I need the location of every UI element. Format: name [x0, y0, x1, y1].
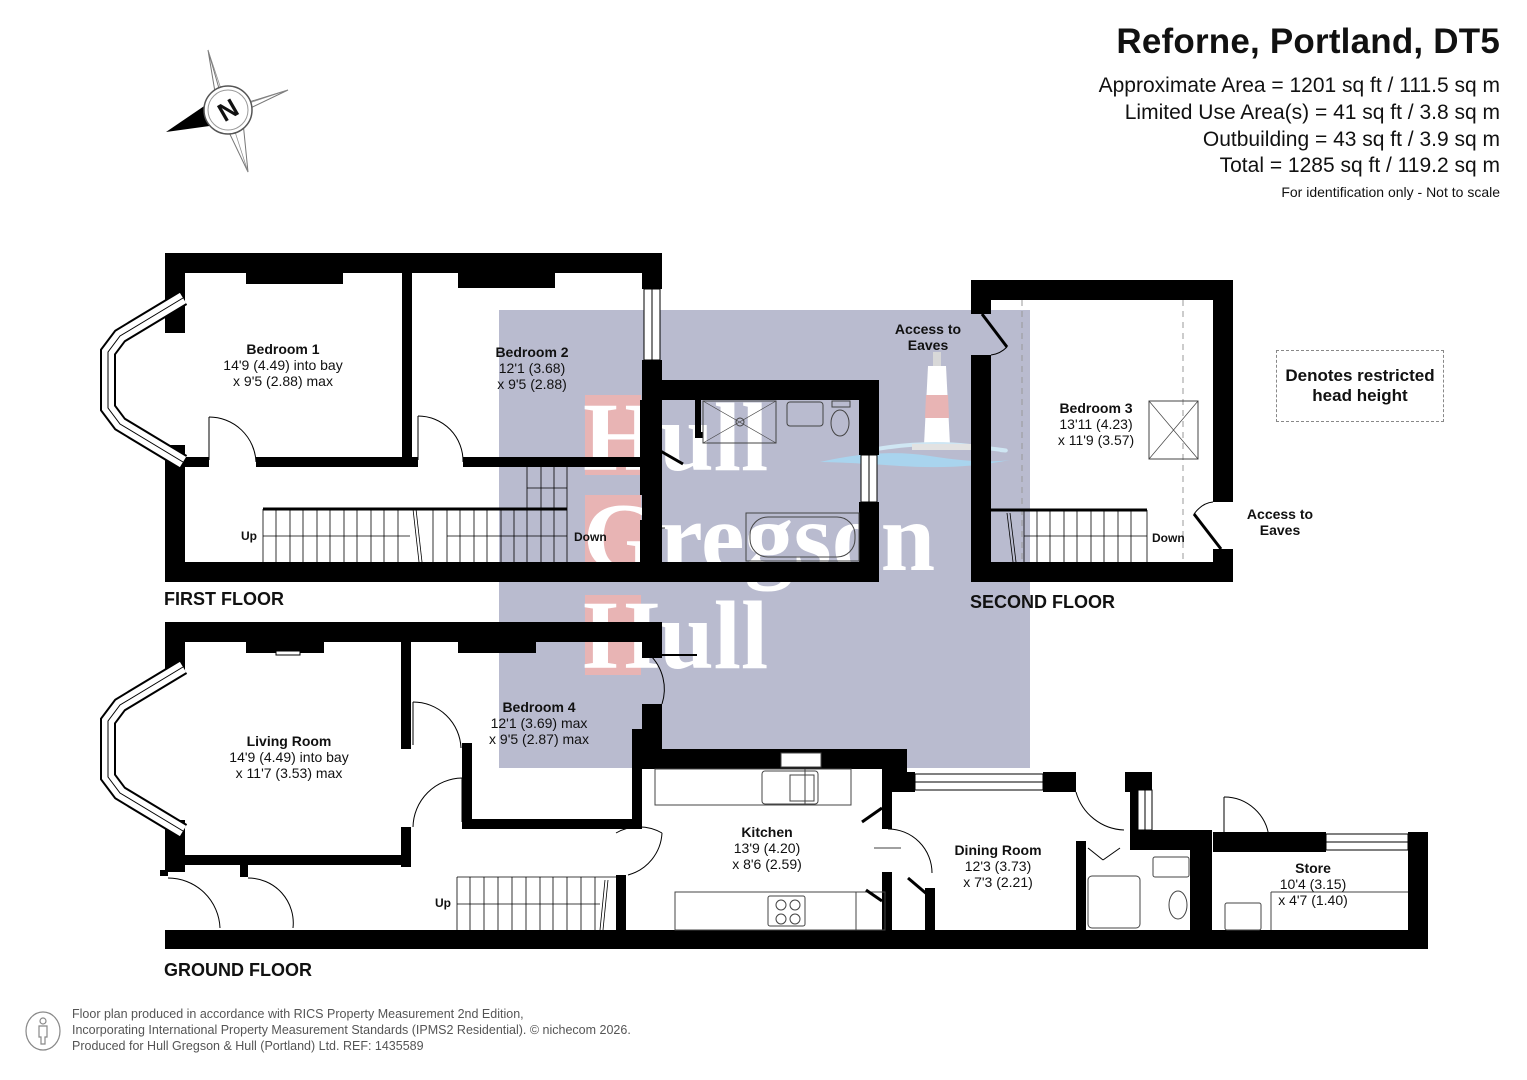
room-bedroom-3: Bedroom 3 13'11 (4.23) x 11'9 (3.57)	[1058, 400, 1134, 448]
room-dimension: 13'11 (4.23)	[1059, 416, 1133, 432]
stairs-up-label: Up	[241, 529, 257, 543]
eaves-line: Eaves	[1259, 522, 1301, 538]
room-dimension: 14'9 (4.49) into bay	[229, 749, 349, 765]
room-dimension: 10'4 (3.15)	[1279, 876, 1347, 892]
room-dimension: x 9'5 (2.87) max	[489, 731, 589, 747]
first-floor-label: FIRST FLOOR	[164, 589, 284, 609]
room-dimension: x 9'5 (2.88)	[497, 376, 567, 392]
room-bedroom-2: Bedroom 2 12'1 (3.68) x 9'5 (2.88)	[495, 344, 568, 392]
first-floor-plan	[165, 253, 879, 582]
stairs-down-label: Down	[574, 530, 607, 544]
room-dimension: 12'3 (3.73)	[964, 858, 1032, 874]
second-floor-plan	[971, 280, 1233, 582]
footer-line: Floor plan produced in accordance with R…	[72, 1007, 524, 1021]
room-dimension: x 11'7 (3.53) max	[235, 765, 343, 781]
person-measure-icon	[25, 1011, 61, 1051]
ground-floor-label: GROUND FLOOR	[164, 960, 312, 980]
room-dimension: x 7'3 (2.21)	[963, 874, 1033, 890]
restricted-head-height-legend: Denotes restricted head height	[1276, 350, 1444, 422]
room-name: Store	[1295, 860, 1331, 876]
room-dimension: x 4'7 (1.40)	[1278, 892, 1348, 908]
ground-floor-details	[100, 650, 1409, 931]
room-store: Store 10'4 (3.15) x 4'7 (1.40)	[1278, 860, 1348, 908]
room-dining-room: Dining Room 12'3 (3.73) x 7'3 (2.21)	[954, 842, 1041, 890]
room-dimension: x 9'5 (2.88) max	[233, 373, 333, 389]
compass-north-icon: N	[166, 49, 289, 173]
room-dimension: 14'9 (4.49) into bay	[223, 357, 343, 373]
room-bedroom-1: Bedroom 1 14'9 (4.49) into bay x 9'5 (2.…	[223, 341, 342, 389]
svg-text:Hull: Hull	[583, 384, 768, 492]
first-floor-details	[100, 288, 878, 563]
eaves-line: Access to	[894, 321, 962, 337]
room-dimension: x 11'9 (3.57)	[1057, 432, 1135, 448]
total-area: Total = 1285 sq ft / 119.2 sq m	[1219, 154, 1500, 177]
property-title: Reforne, Portland, DT5	[1116, 22, 1500, 61]
room-kitchen: Kitchen 13'9 (4.20) x 8'6 (2.59)	[732, 824, 802, 872]
room-name: Dining Room	[954, 842, 1042, 858]
room-name: Bedroom 2	[495, 344, 569, 360]
outbuilding-area: Outbuilding = 43 sq ft / 3.9 sq m	[1202, 128, 1500, 151]
room-dimension: 12'1 (3.68)	[498, 360, 566, 376]
room-name: Bedroom 1	[246, 341, 320, 357]
ground-floor-plan	[160, 622, 1428, 949]
limited-use-area: Limited Use Area(s) = 41 sq ft / 3.8 sq …	[1124, 101, 1500, 124]
room-living-room: Living Room 14'9 (4.49) into bay x 11'7 …	[229, 733, 348, 781]
room-name: Living Room	[246, 733, 332, 749]
room-dimension: x 8'6 (2.59)	[732, 856, 802, 872]
footer-line: Produced for Hull Gregson & Hull (Portla…	[72, 1039, 424, 1053]
eaves-line: Access to	[1246, 506, 1314, 522]
second-floor-details	[980, 300, 1223, 563]
stairs-up-label: Up	[435, 896, 451, 910]
footer-notes: Floor plan produced in accordance with R…	[72, 1006, 631, 1054]
eaves-line: Eaves	[907, 337, 949, 353]
approximate-area: Approximate Area = 1201 sq ft / 111.5 sq…	[1098, 74, 1500, 97]
room-dimension: 13'9 (4.20)	[733, 840, 801, 856]
room-name: Kitchen	[741, 824, 793, 840]
disclaimer: For identification only - Not to scale	[1281, 184, 1500, 200]
second-floor-label: SECOND FLOOR	[970, 592, 1116, 612]
stairs-down-label: Down	[1152, 531, 1185, 545]
room-dimension: 12'1 (3.69) max	[490, 715, 588, 731]
access-to-eaves-left: Access to Eaves	[895, 321, 961, 353]
footer-line: Incorporating International Property Mea…	[72, 1023, 631, 1037]
room-bedroom-4: Bedroom 4 12'1 (3.69) max x 9'5 (2.87) m…	[489, 699, 589, 747]
room-name: Bedroom 3	[1059, 400, 1133, 416]
room-name: Bedroom 4	[502, 699, 576, 715]
access-to-eaves-right: Access to Eaves	[1247, 506, 1313, 538]
